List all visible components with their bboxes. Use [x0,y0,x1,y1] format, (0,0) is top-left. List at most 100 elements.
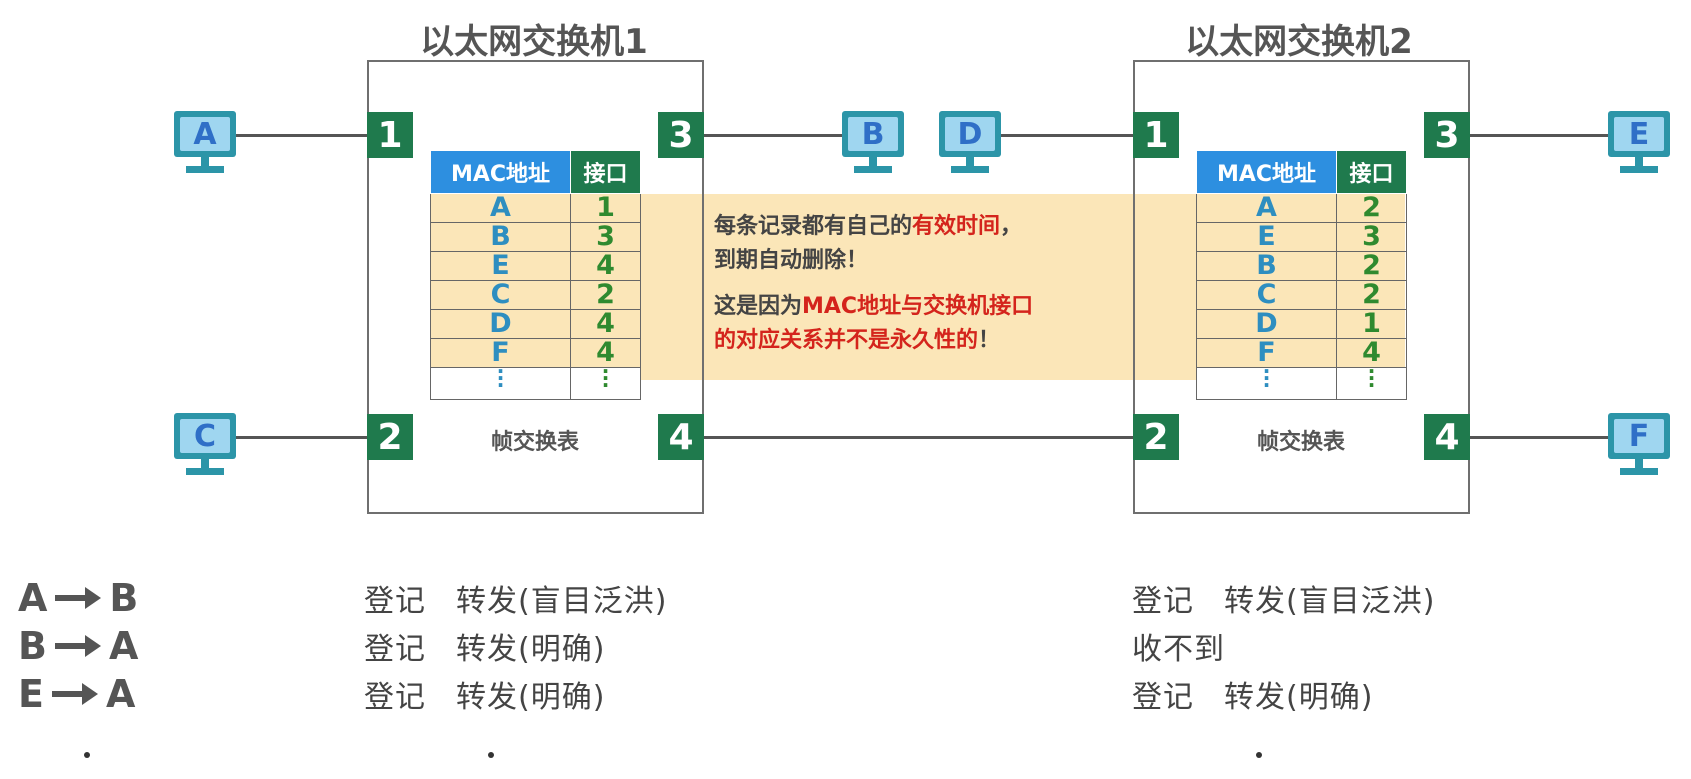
mac-cell: D [1196,309,1337,339]
switch1-box [367,60,704,514]
port-cell: 2 [1336,280,1407,310]
mac-cell: F [1196,338,1337,368]
wire-c-sw1p2 [236,436,367,439]
arrow-right-icon [55,579,102,617]
mac-header: MAC地址 [1196,150,1337,194]
host-a-label: A [180,117,230,152]
table-row-ellipsis: ··· ··· [430,361,641,400]
switch2-mac-table: MAC地址 接口 A 2 E 3 B 2 C 2 D 1 F 4 ··· ··· [1196,150,1407,400]
switch1-port-1: 1 [367,112,413,158]
port-cell: 1 [1336,309,1407,339]
note-line-2: 到期自动删除！ [714,248,869,273]
flow-dst: A [105,672,136,716]
table-row: B 2 [1196,251,1407,281]
flow-src: E [18,672,44,716]
switch2-title: 以太网交换机2 [1185,22,1413,62]
sw1-action-row-3: 登记转发(明确) [364,680,606,715]
sw2-action-row-3: 登记转发(明确) [1132,680,1374,715]
host-a-computer-monitor-icon: A [174,111,236,183]
host-c-label: C [180,419,230,454]
continuation-dot [84,752,90,758]
mac-cell: D [430,309,571,339]
mac-cell: C [430,280,571,310]
table-row: E 4 [430,251,641,281]
switch2-box [1133,60,1470,514]
port-cell: 4 [570,251,641,281]
table-row: B 3 [430,222,641,252]
port-cell: 2 [1336,251,1407,281]
wire-d-sw2p1 [1001,134,1133,137]
mac-cell: C [1196,280,1337,310]
switch2-table-caption: 帧交换表 [1256,430,1346,455]
continuation-dot [1256,752,1262,758]
ellipsis-icon: ··· [1336,361,1407,400]
switch1-port-3: 3 [658,112,704,158]
port-header: 接口 [570,150,641,194]
port-cell: 1 [570,193,641,223]
sw1-action-row-1: 登记转发(盲目泛洪) [364,584,668,619]
host-b-label: B [848,117,898,152]
ellipsis-icon: ··· [1196,361,1337,400]
switch1-port-4: 4 [658,414,704,460]
table-row: D 4 [430,309,641,339]
wire-sw1p3-b [704,134,842,137]
host-d-label: D [945,117,995,152]
host-e-computer-monitor-icon: E [1608,111,1670,183]
table-row-ellipsis: ··· ··· [1196,361,1407,400]
arrow-right-icon [51,675,98,713]
mac-cell: B [430,222,571,252]
table-row: F 4 [1196,338,1407,368]
switch1-mac-table: MAC地址 接口 A 1 B 3 E 4 C 2 D 4 F 4 ··· ··· [430,150,641,400]
wire-sw2p3-e [1470,134,1608,137]
switch2-port-3: 3 [1424,112,1470,158]
port-cell: 2 [570,280,641,310]
host-f-label: F [1614,419,1664,454]
host-e-label: E [1614,117,1664,152]
switch2-port-2: 2 [1133,414,1179,460]
ellipsis-icon: ··· [430,361,571,400]
switch2-port-1: 1 [1133,112,1179,158]
wire-sw2p4-f [1470,436,1608,439]
mac-cell: B [1196,251,1337,281]
host-f-computer-monitor-icon: F [1608,413,1670,485]
flow-dst: B [109,576,139,620]
switch2-port-4: 4 [1424,414,1470,460]
switch1-port-2: 2 [367,414,413,460]
table-row: C 2 [430,280,641,310]
table-row: D 1 [1196,309,1407,339]
mac-cell: E [1196,222,1337,252]
table-row: A 1 [430,193,641,223]
wire-a-sw1p1 [236,134,367,137]
sw2-action-row-1: 登记转发(盲目泛洪) [1132,584,1436,619]
host-d-computer-monitor-icon: D [939,111,1001,183]
note-text: 每条记录都有自己的有效时间， 到期自动删除！ 这是因为MAC地址与交换机接口 的… [714,210,1033,358]
port-cell: 3 [1336,222,1407,252]
flow-src: A [18,576,48,620]
wire-sw1p4-sw2p2 [704,436,1133,439]
port-cell: 2 [1336,193,1407,223]
arrow-right-icon [54,627,101,665]
mac-cell: E [430,251,571,281]
flow-row-2: B A [18,624,138,668]
sw1-action-row-2: 登记转发(明确) [364,632,606,667]
sw2-action-row-2: 收不到 [1132,632,1225,667]
switch1-table-caption: 帧交换表 [490,430,580,455]
note-line-1: 每条记录都有自己的有效时间， [714,214,1023,239]
flow-src: B [18,624,47,668]
table-row: C 2 [1196,280,1407,310]
flow-row-3: E A [18,672,135,716]
mac-cell: A [1196,193,1337,223]
note-line-3: 这是因为MAC地址与交换机接口 [714,294,1034,319]
table-row: F 4 [430,338,641,368]
flow-dst: A [108,624,139,668]
table-row: A 2 [1196,193,1407,223]
mac-header: MAC地址 [430,150,571,194]
mac-cell: A [430,193,571,223]
switch1-title: 以太网交换机1 [420,22,648,62]
continuation-dot [488,752,494,758]
port-cell: 4 [570,309,641,339]
host-b-computer-monitor-icon: B [842,111,904,183]
flow-row-1: A B [18,576,138,620]
port-header: 接口 [1336,150,1407,194]
port-cell: 3 [570,222,641,252]
